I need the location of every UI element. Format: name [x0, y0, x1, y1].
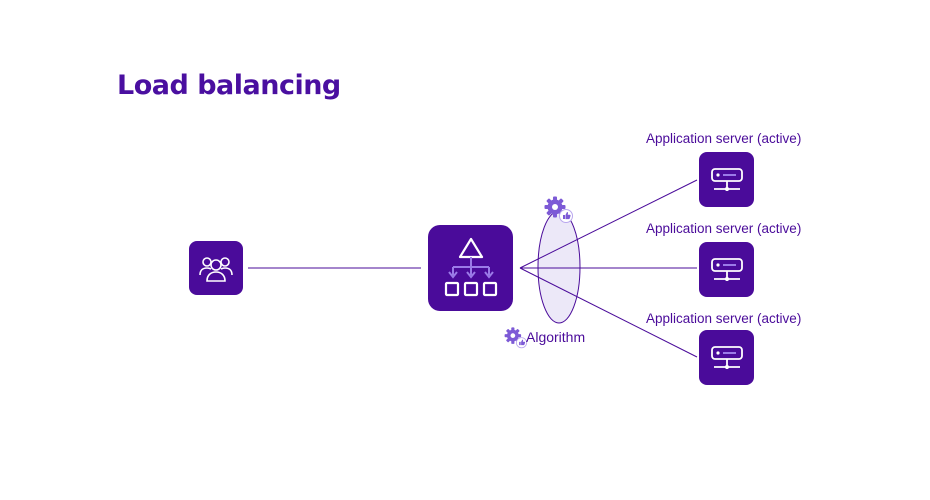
server-node-3 [699, 330, 754, 385]
users-icon [199, 257, 233, 282]
load-balancer-icon [444, 237, 497, 297]
server-node-2 [699, 242, 754, 297]
users-node [189, 241, 243, 295]
algorithm-label: Algorithm [526, 329, 586, 345]
lb-to-server-1-line [519, 179, 698, 269]
algorithm-gear-icon [504, 327, 527, 349]
lb-to-server-3-line [519, 267, 698, 358]
server-label-1: Application server (active) [646, 131, 802, 146]
algorithm-ellipse [537, 210, 581, 324]
load-balancer-node [428, 225, 513, 311]
server-icon [710, 257, 743, 281]
server-label-3: Application server (active) [646, 311, 802, 326]
page-title: Load balancing [117, 70, 341, 101]
server-label-2: Application server (active) [646, 221, 802, 236]
server-icon [710, 345, 743, 369]
server-node-1 [699, 152, 754, 207]
gear-thumbs-up-icon [544, 196, 573, 223]
server-icon [710, 167, 743, 191]
